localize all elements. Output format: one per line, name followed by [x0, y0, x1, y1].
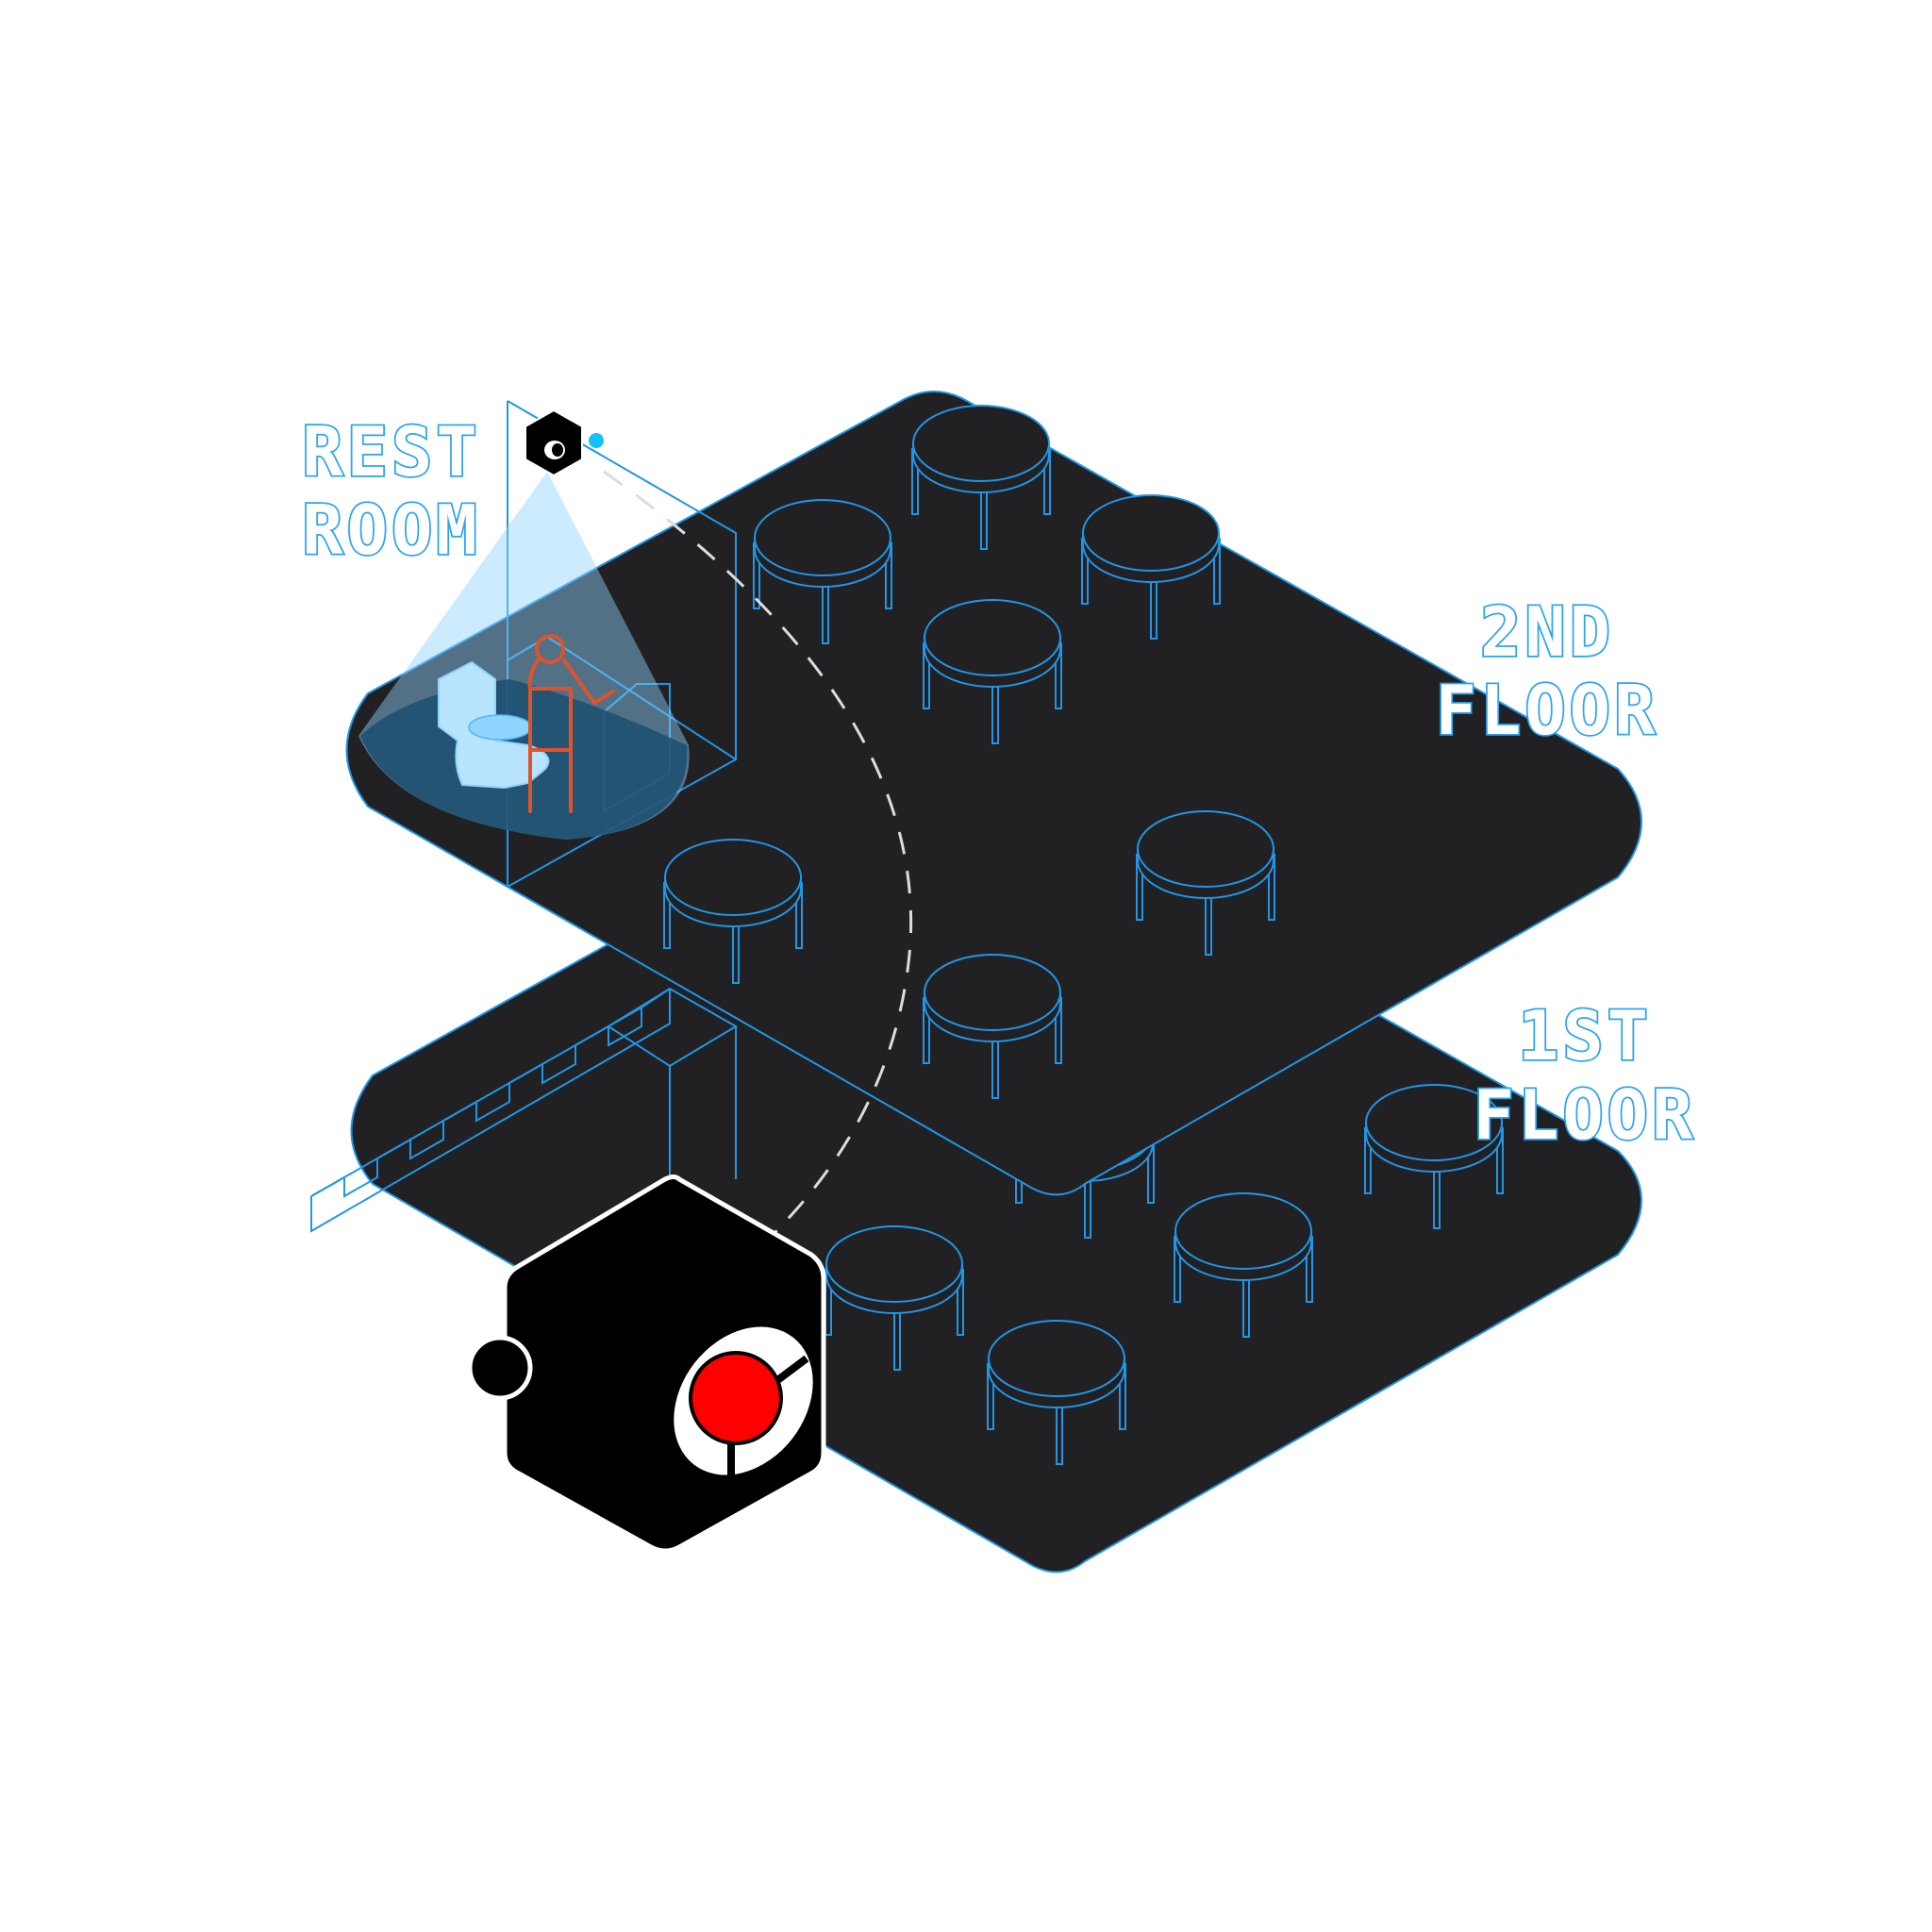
table-icon: [1081, 494, 1221, 640]
first-floor-label-line2: FLOOR: [1474, 1075, 1697, 1155]
second-floor-label: 2ND FLOOR: [1434, 591, 1659, 752]
second-floor-tables: [663, 405, 1275, 1099]
table-icon: [923, 599, 1062, 744]
table-icon: [911, 405, 1051, 550]
rest-room-label: REST ROOM: [301, 410, 480, 572]
connection-path: [603, 470, 913, 1271]
second-floor-slab: [345, 391, 1642, 1196]
large-camera-icon: [467, 1174, 826, 1554]
table-icon: [987, 1320, 1126, 1465]
second-floor: [345, 391, 1642, 1196]
first-floor-label: 1ST FLOOR: [1472, 994, 1697, 1157]
rest-room-label-line1: REST: [302, 412, 480, 491]
camera-lens: [689, 1351, 783, 1445]
table-icon: [663, 839, 803, 984]
small-camera-icon: [525, 408, 604, 477]
table-icon: [753, 499, 892, 644]
table-icon: [1364, 1084, 1504, 1229]
table-icon: [923, 954, 1062, 1099]
first-floor-label-line1: 1ST: [1518, 996, 1652, 1075]
table-icon: [824, 1225, 964, 1371]
table-icon: [1174, 1192, 1313, 1338]
second-floor-label-line2: FLOOR: [1436, 671, 1659, 750]
person-icon: [527, 634, 615, 813]
camera-side-knob: [467, 1335, 533, 1401]
second-floor-label-line1: 2ND: [1480, 592, 1614, 672]
rest-room-label-line2: ROOM: [302, 491, 480, 570]
staircase: [310, 987, 738, 1233]
table-icon: [1136, 810, 1275, 956]
